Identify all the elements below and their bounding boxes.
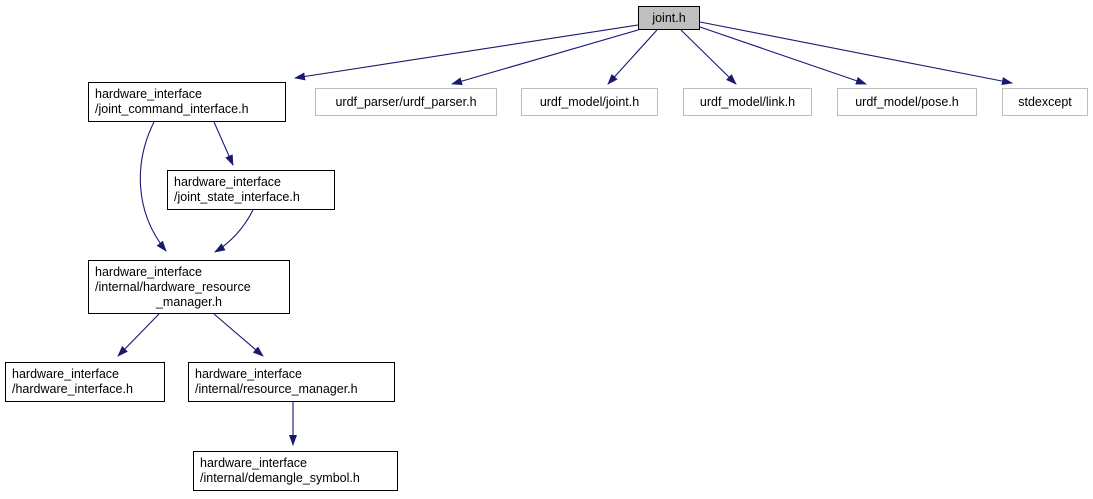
graph-node-joint-h[interactable]: joint.h xyxy=(638,6,700,30)
graph-node-urdf-model-pose[interactable]: urdf_model/pose.h xyxy=(837,88,977,116)
node-label-line: urdf_model/pose.h xyxy=(855,94,959,109)
node-label-line: /joint_command_interface.h xyxy=(95,102,249,116)
graph-node-urdf-model-link[interactable]: urdf_model/link.h xyxy=(683,88,812,116)
edge-joint-command-interface-to-joint-state-interface xyxy=(213,121,234,166)
edge-hardware-resource-manager-to-resource-manager xyxy=(213,313,264,357)
graph-node-hardware-resource-manager[interactable]: hardware_interface/internal/hardware_res… xyxy=(88,260,290,314)
node-label-line: hardware_interface xyxy=(95,264,203,279)
node-label-line: hardware_interface xyxy=(200,456,308,470)
node-label-line: /internal/demangle_symbol.h xyxy=(200,471,360,485)
node-label-line: hardware_interface xyxy=(174,175,282,189)
node-label-line: urdf_parser/urdf_parser.h xyxy=(335,94,477,109)
graph-node-urdf-model-joint[interactable]: urdf_model/joint.h xyxy=(521,88,658,116)
node-label-line: hardware_interface xyxy=(195,367,303,381)
node-label-line: stdexcept xyxy=(1018,94,1072,109)
node-label-line: /internal/hardware_resource xyxy=(95,279,251,294)
edge-joint-h-to-urdf-model-joint xyxy=(607,29,658,85)
graph-node-demangle-symbol[interactable]: hardware_interface/internal/demangle_sym… xyxy=(193,451,398,491)
edge-joint-state-interface-to-hardware-resource-manager xyxy=(214,209,254,253)
node-label-line: urdf_model/link.h xyxy=(699,94,796,109)
edge-joint-h-to-urdf-model-link xyxy=(680,29,737,85)
graph-node-joint-command-interface[interactable]: hardware_interface/joint_command_interfa… xyxy=(88,82,286,122)
edge-joint-command-interface-to-hardware-resource-manager xyxy=(139,121,167,252)
node-label-line: /joint_state_interface.h xyxy=(174,190,300,204)
node-label-line: joint.h xyxy=(652,10,686,25)
edge-joint-h-to-joint-command-interface xyxy=(294,24,639,81)
graph-node-joint-state-interface[interactable]: hardware_interface/joint_state_interface… xyxy=(167,170,335,210)
graph-node-urdf-parser[interactable]: urdf_parser/urdf_parser.h xyxy=(315,88,497,116)
graph-node-stdexcept[interactable]: stdexcept xyxy=(1002,88,1088,116)
graph-node-hardware-interface-h[interactable]: hardware_interface/hardware_interface.h xyxy=(5,362,165,402)
node-label-line: /internal/resource_manager.h xyxy=(195,382,358,396)
edge-joint-h-to-urdf-model-pose xyxy=(699,26,867,85)
graph-node-resource-manager[interactable]: hardware_interface/internal/resource_man… xyxy=(188,362,395,402)
node-label-line: urdf_model/joint.h xyxy=(539,94,640,109)
edge-joint-h-to-stdexcept xyxy=(699,21,1013,86)
edge-joint-h-to-urdf-parser xyxy=(451,29,639,86)
edge-hardware-resource-manager-to-hardware-interface-h xyxy=(117,313,160,357)
node-label-line: _manager.h xyxy=(155,294,223,309)
node-label-line: hardware_interface xyxy=(95,87,203,101)
node-label-line: /hardware_interface.h xyxy=(12,382,133,396)
node-label-line: hardware_interface xyxy=(12,367,120,381)
